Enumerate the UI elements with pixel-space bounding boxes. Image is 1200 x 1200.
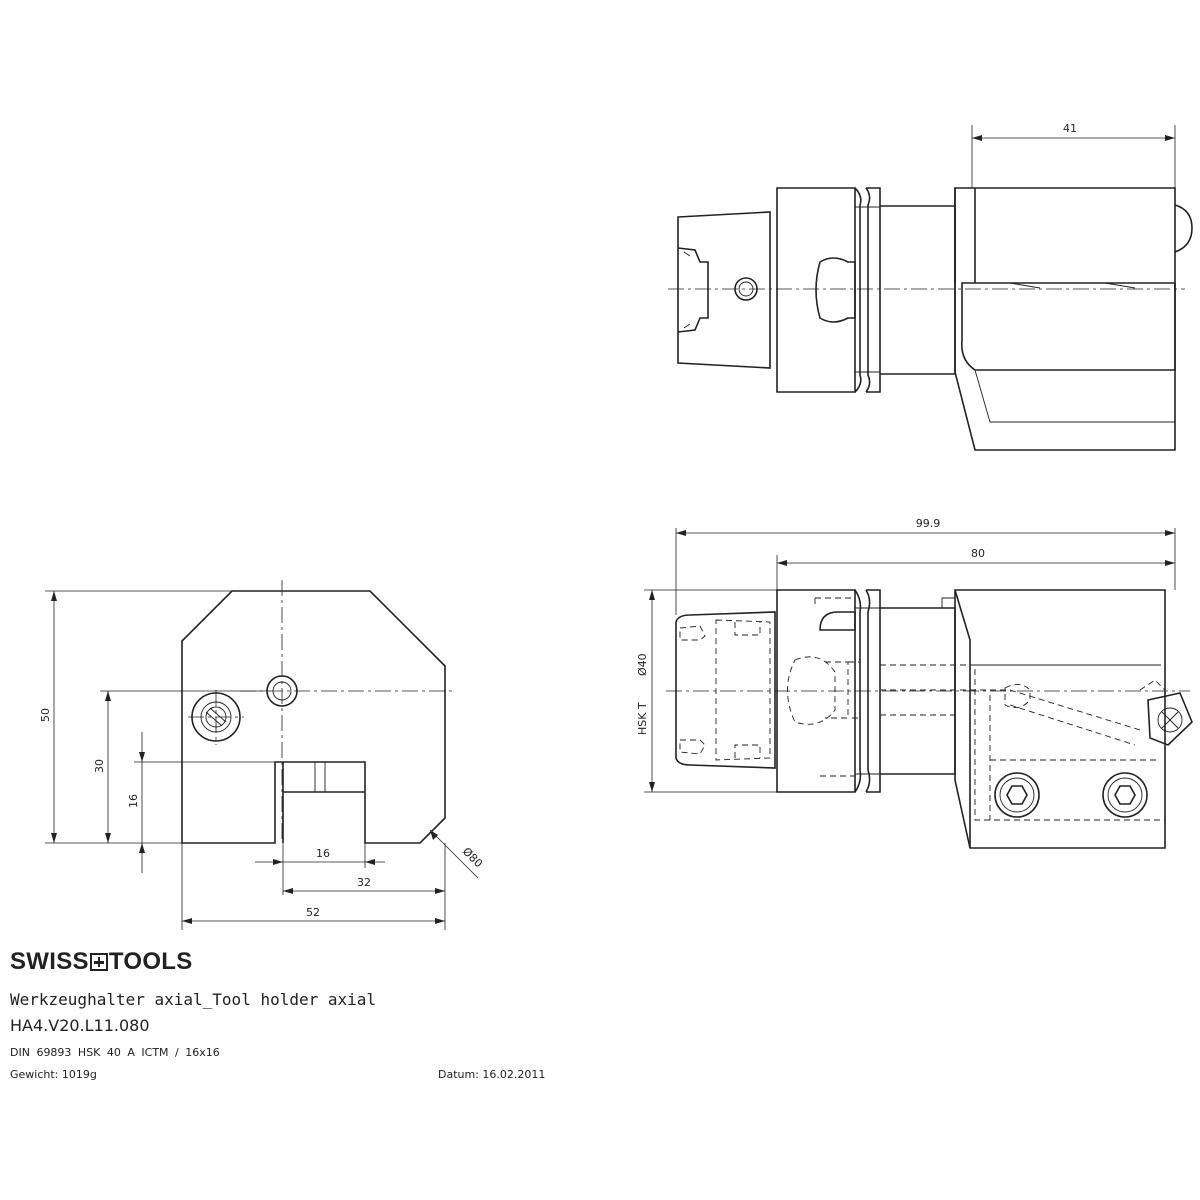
dim-hsk-diameter: Ø40 <box>636 653 649 676</box>
dim-front-slot-height: 16 <box>127 794 140 808</box>
top-view: 41 <box>668 122 1193 451</box>
title-description: Werkzeughalter axial_Tool holder axial <box>10 990 377 1009</box>
dim-top-width: 41 <box>1063 122 1077 135</box>
dim-front-slot-width: 16 <box>316 847 330 860</box>
title-article-number: HA4.V20.L11.080 <box>10 1016 150 1035</box>
dim-hsk-label: HSK T <box>636 702 649 735</box>
side-view: 99.9 80 HSK T Ø40 <box>636 517 1193 849</box>
dim-front-width: 52 <box>306 906 320 919</box>
brand-left: SWISS <box>10 948 89 975</box>
dim-front-diameter: Ø80 <box>460 845 485 870</box>
dim-side-overall: 99.9 <box>916 517 941 530</box>
dim-front-slot-offset: 32 <box>357 876 371 889</box>
dim-front-center-height: 30 <box>93 759 106 773</box>
brand-right: TOOLS <box>108 948 193 975</box>
brand-logo: SWISS TOOLS <box>10 948 570 976</box>
title-weight: Gewicht: 1019g <box>10 1068 97 1081</box>
title-standard: DIN 69893 HSK 40 A ICTM / 16x16 <box>10 1046 220 1059</box>
title-date: Datum: 16.02.2011 <box>438 1068 546 1081</box>
swiss-cross-icon <box>89 953 108 971</box>
title-block: SWISS TOOLS Werkzeughalter axial_Tool hol… <box>10 948 570 1081</box>
front-view: 50 30 16 16 32 52 Ø80 <box>39 580 485 930</box>
dim-side-body: 80 <box>971 547 985 560</box>
dim-front-height: 50 <box>39 708 52 722</box>
